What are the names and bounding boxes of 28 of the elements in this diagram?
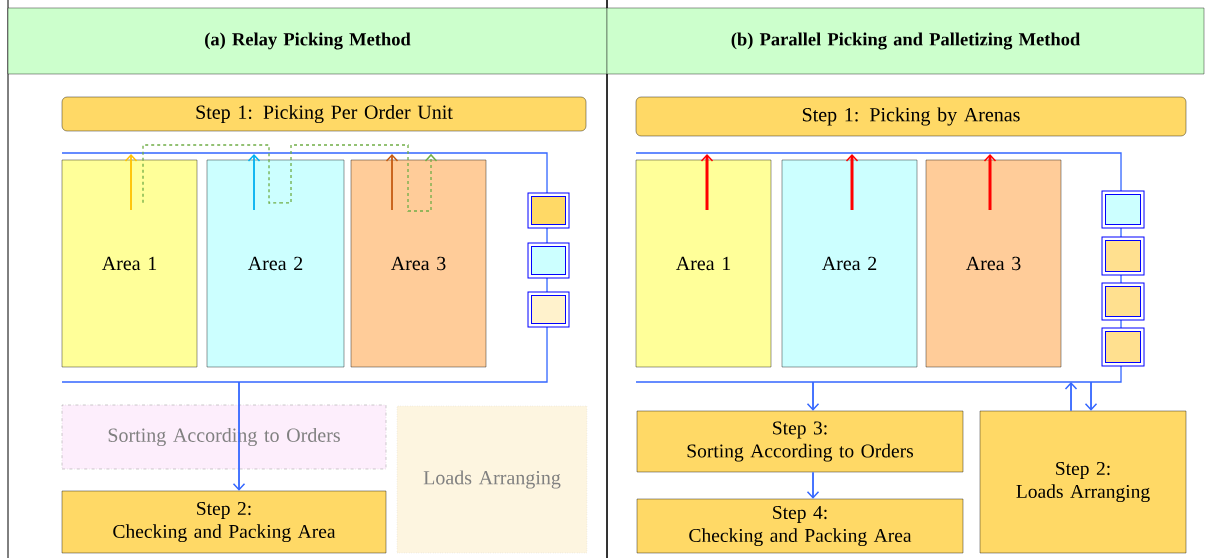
tote-box	[527, 291, 570, 328]
header-cell: (a) Relay Picking Method	[7, 7, 608, 75]
step-box: Step 1: Picking by Arenas	[635, 96, 1187, 137]
area-box: Area 1	[61, 159, 198, 368]
step-box: Step 3: Sorting According to Orders	[636, 410, 964, 473]
step-box: Step 4: Checking and Packing Area	[636, 498, 964, 554]
step-box: Step 2: Checking and Packing Area	[61, 490, 387, 554]
step-box: Step 2: Loads Arranging	[979, 410, 1187, 554]
area-box: Area 2	[781, 159, 918, 368]
area-box: Area 3	[350, 159, 487, 368]
tote-box	[1101, 327, 1145, 367]
arrow	[1084, 381, 1098, 411]
arrow	[279, 144, 438, 212]
tote-box	[1101, 282, 1145, 321]
tote-box	[527, 242, 570, 279]
area-box: Area 1	[635, 159, 772, 368]
area-box: Area 2	[206, 159, 345, 368]
arrow	[1064, 382, 1078, 412]
arrow	[806, 471, 820, 499]
arrow	[232, 381, 246, 491]
inactive-step-box: Loads Arranging	[396, 405, 588, 554]
tote-box	[527, 192, 570, 229]
arrow	[806, 381, 820, 411]
tote-box	[1101, 236, 1145, 276]
header-cell: (b) Parallel Picking and Palletizing Method	[606, 7, 1205, 75]
tote-box	[1101, 190, 1145, 229]
area-box: Area 3	[925, 159, 1062, 368]
step-box: Step 1: Picking Per Order Unit	[61, 96, 587, 132]
